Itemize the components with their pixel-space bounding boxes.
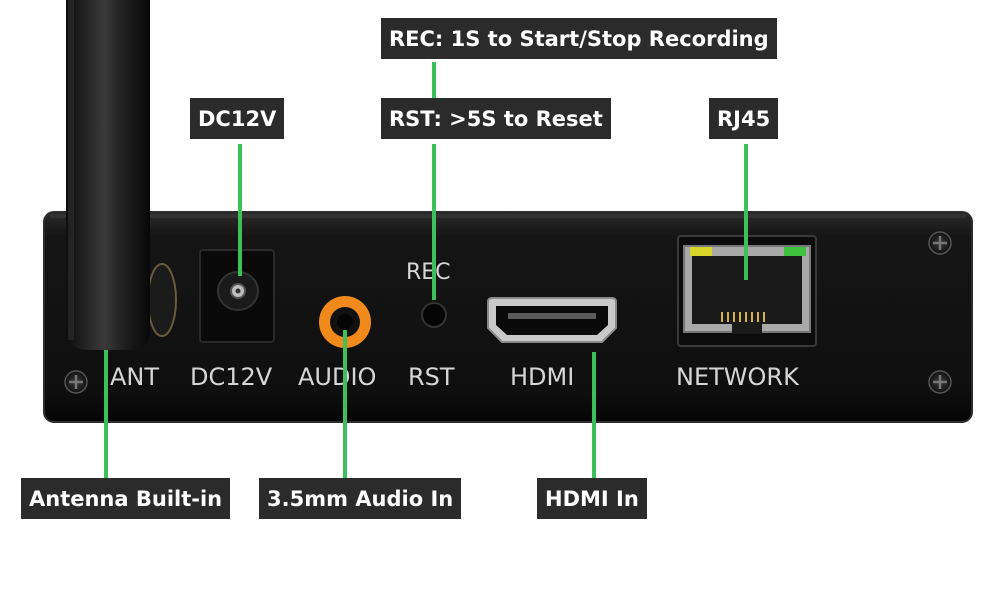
panel-top-edge — [50, 214, 966, 218]
callout-rj45: RJ45 — [709, 98, 779, 139]
screw-icon — [928, 231, 952, 255]
panel-label-rst: RST — [408, 363, 455, 391]
callout-antenna: Antenna Built-in — [21, 478, 231, 519]
led-right-icon — [784, 247, 806, 256]
panel-label-ant: ANT — [110, 363, 159, 391]
screw-icon — [64, 370, 88, 394]
dc-power-jack — [199, 249, 275, 343]
led-left-icon — [690, 247, 712, 256]
panel-label-rec: REC — [406, 260, 451, 285]
screw-icon — [928, 370, 952, 394]
callout-dc: DC12V — [190, 98, 285, 139]
leader-lines — [104, 62, 748, 480]
panel-label-audio: AUDIO — [298, 363, 376, 391]
audio-jack — [319, 296, 371, 348]
callout-hdmi: HDMI In — [537, 478, 647, 519]
panel-label-hdmi: HDMI — [510, 363, 574, 391]
callout-rst: RST: >5S to Reset — [381, 98, 611, 139]
rj45-pins — [721, 312, 765, 322]
hdmi-port — [487, 297, 617, 343]
panel-label-network: NETWORK — [676, 363, 800, 391]
rst-button[interactable] — [421, 302, 447, 328]
antenna-connector — [147, 263, 177, 337]
callout-rec: REC: 1S to Start/Stop Recording — [381, 18, 777, 59]
panel-label-dc: DC12V — [190, 363, 273, 391]
antenna — [66, 0, 150, 350]
callout-audio: 3.5mm Audio In — [259, 478, 462, 519]
rj45-port — [677, 235, 817, 347]
